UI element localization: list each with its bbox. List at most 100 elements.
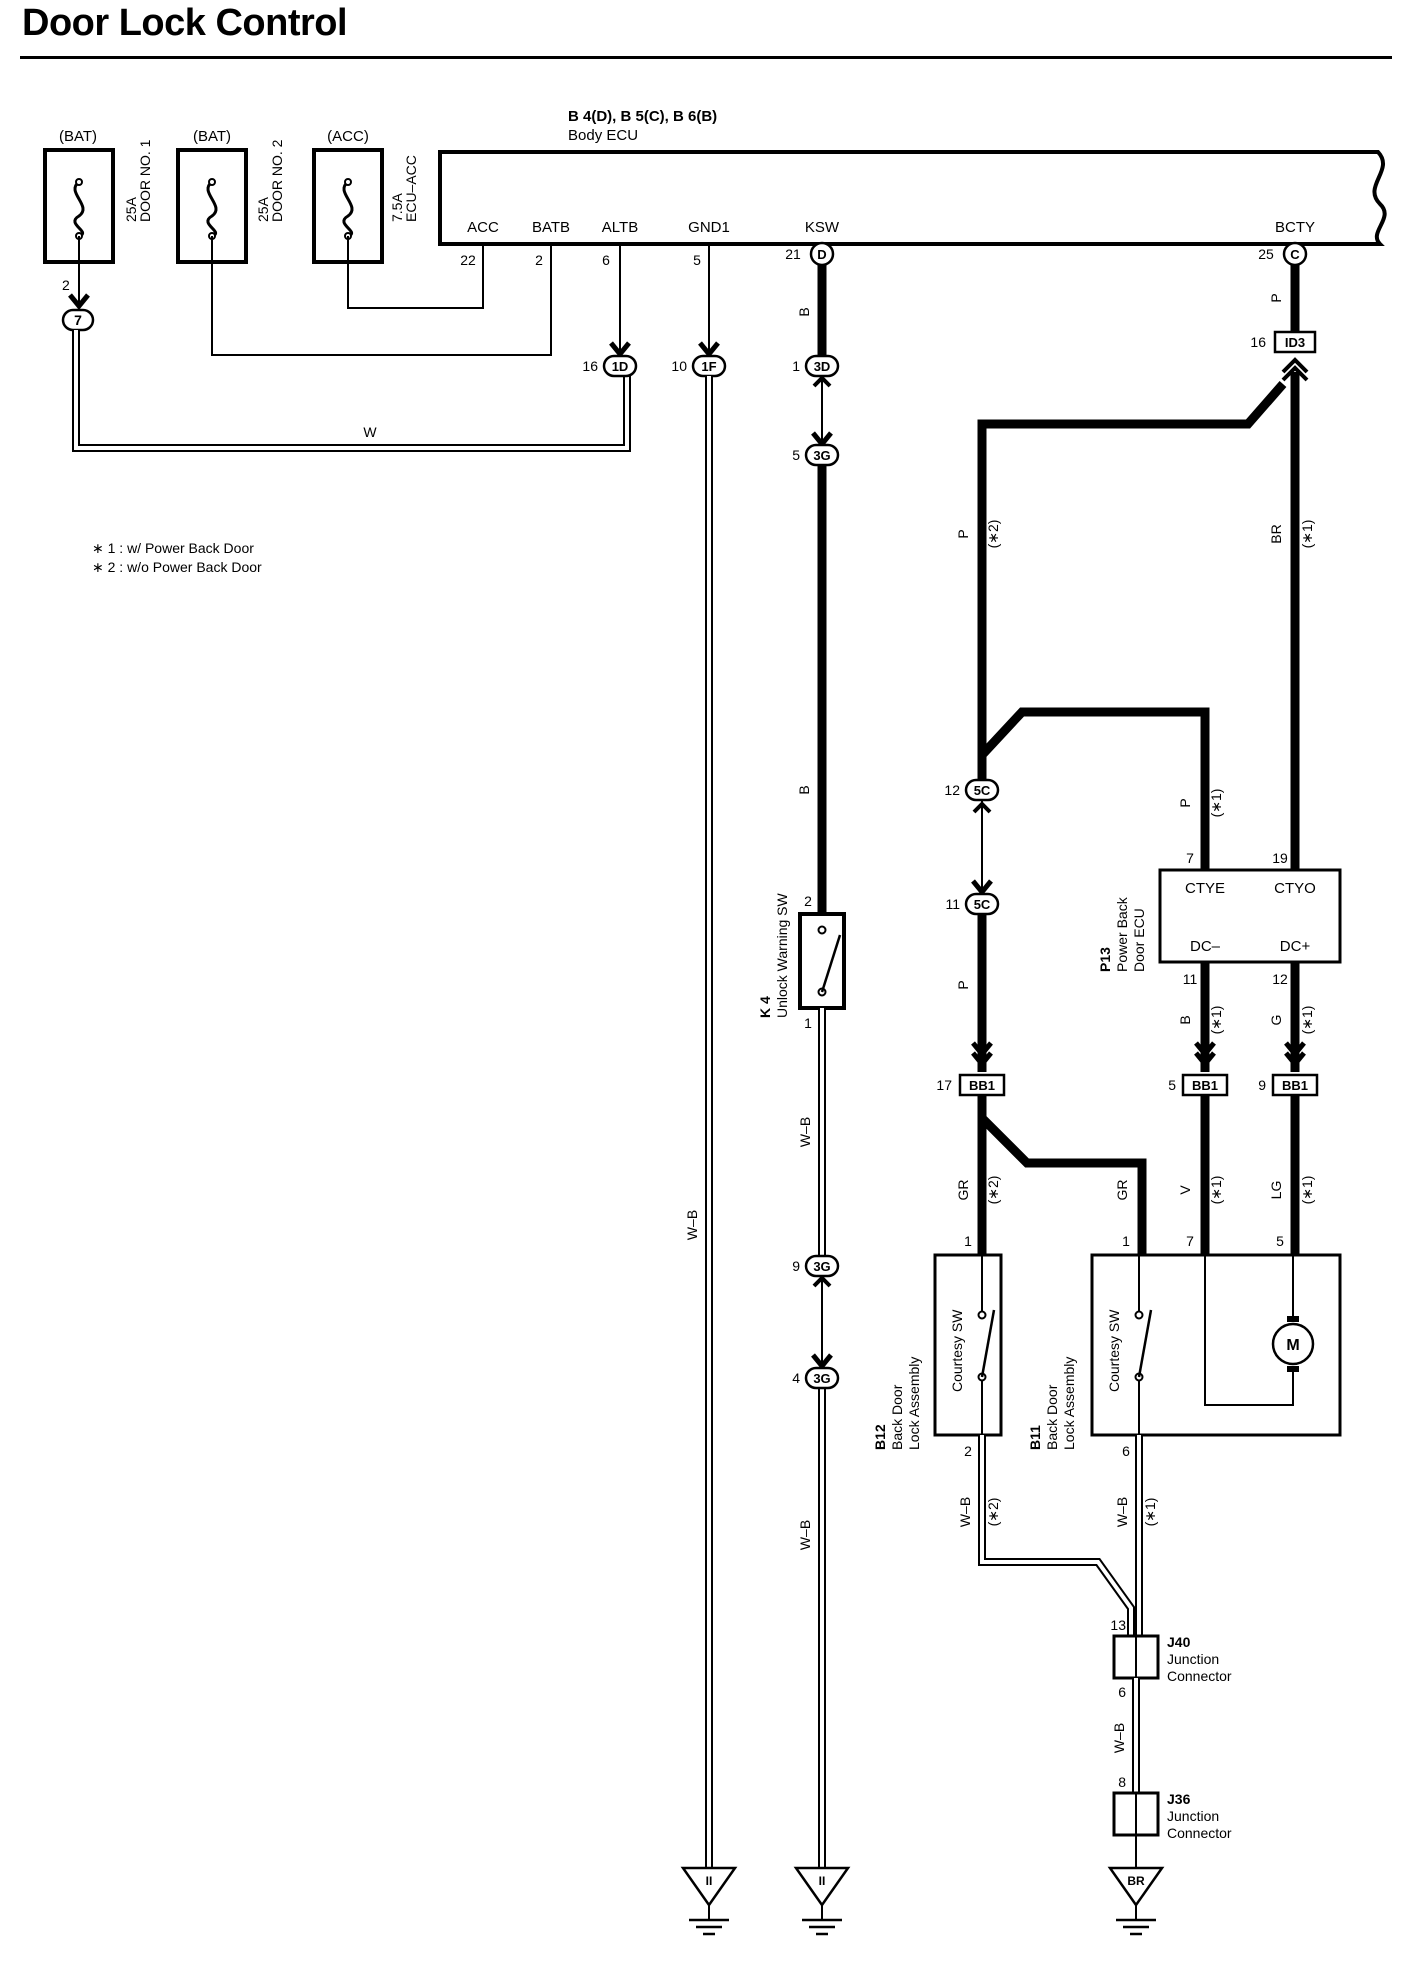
- svg-text:3G: 3G: [813, 448, 830, 463]
- svg-text:(BAT): (BAT): [59, 128, 97, 145]
- wire-gr: GR (∗2) GR: [955, 1095, 1147, 1255]
- wire-acc: [347, 236, 484, 309]
- svg-text:C: C: [1290, 247, 1300, 262]
- wire-k4-wb: W–B W–B: [797, 1008, 831, 1868]
- svg-text:7: 7: [1186, 850, 1194, 866]
- svg-text:D: D: [817, 247, 826, 262]
- wire-altb: [611, 244, 629, 356]
- wire-v: V (∗1): [1177, 1095, 1224, 1255]
- svg-text:(∗1): (∗1): [1208, 789, 1224, 818]
- wire-p-branch: P (∗2) P (∗1): [955, 381, 1287, 870]
- svg-text:Back Door: Back Door: [1044, 1384, 1060, 1450]
- svg-text:II: II: [706, 1874, 713, 1888]
- connector-5c-a: 5C 12: [944, 778, 1000, 814]
- svg-text:(BAT): (BAT): [193, 128, 231, 145]
- svg-text:ID3: ID3: [1285, 335, 1305, 350]
- connector-3g-b: 3G 9: [792, 1254, 840, 1278]
- svg-text:1: 1: [964, 1233, 972, 1249]
- svg-text:17: 17: [936, 1077, 952, 1093]
- connector-3d: 3D 1: [792, 354, 840, 378]
- svg-text:5: 5: [792, 447, 800, 463]
- connector-bb1-c: BB1 9: [1258, 1073, 1319, 1097]
- svg-text:Lock Assembly: Lock Assembly: [906, 1357, 922, 1450]
- svg-text:Junction: Junction: [1167, 1808, 1219, 1824]
- j36-junction-connector: 8 J36 Junction Connector: [1112, 1774, 1232, 1841]
- svg-text:M: M: [1286, 1337, 1299, 1354]
- svg-text:9: 9: [1258, 1077, 1266, 1093]
- ground-1: II: [680, 1866, 738, 1936]
- svg-text:6: 6: [1118, 1684, 1126, 1700]
- wire-lg: LG (∗1): [1268, 1095, 1315, 1255]
- svg-text:7.5A: 7.5A: [389, 193, 405, 222]
- wire-5c-link: [973, 800, 991, 894]
- svg-text:(∗1): (∗1): [1299, 520, 1315, 549]
- svg-text:J40: J40: [1167, 1634, 1191, 1650]
- svg-text:LG: LG: [1268, 1181, 1284, 1200]
- svg-text:5C: 5C: [974, 897, 991, 912]
- svg-text:3G: 3G: [813, 1371, 830, 1386]
- svg-text:1: 1: [792, 358, 800, 374]
- svg-text:W–B: W–B: [797, 1117, 813, 1147]
- wire-fuse1: 2: [62, 236, 88, 308]
- wire-b11-wb: W–B (∗1): [1114, 1435, 1158, 1636]
- svg-text:P13: P13: [1097, 947, 1113, 972]
- svg-text:(∗1): (∗1): [1299, 1006, 1315, 1035]
- wire-batb: [211, 236, 552, 356]
- svg-text:W–B: W–B: [1114, 1497, 1130, 1527]
- svg-text:J36: J36: [1167, 1791, 1191, 1807]
- svg-text:W–B: W–B: [1111, 1723, 1127, 1753]
- svg-text:5: 5: [1168, 1077, 1176, 1093]
- svg-text:1F: 1F: [701, 359, 716, 374]
- svg-text:CTYE: CTYE: [1185, 880, 1225, 897]
- svg-text:11: 11: [945, 896, 960, 912]
- j40-junction-connector: 13 6 J40 Junction Connector: [1110, 1617, 1232, 1700]
- svg-text:BR: BR: [1268, 524, 1284, 543]
- svg-text:13: 13: [1110, 1617, 1126, 1633]
- svg-text:W–B: W–B: [957, 1497, 973, 1527]
- svg-text:Back Door: Back Door: [889, 1384, 905, 1450]
- svg-text:3D: 3D: [814, 359, 831, 374]
- svg-text:P: P: [955, 529, 971, 538]
- svg-text:7: 7: [74, 312, 82, 328]
- svg-text:GR: GR: [1114, 1180, 1130, 1201]
- connector-1d: 1D 16: [582, 354, 638, 378]
- svg-text:6: 6: [602, 252, 610, 268]
- svg-text:19: 19: [1272, 850, 1288, 866]
- svg-text:9: 9: [792, 1258, 800, 1274]
- svg-text:(∗2): (∗2): [985, 1176, 1001, 1205]
- svg-text:5: 5: [693, 252, 701, 268]
- svg-text:10: 10: [671, 358, 687, 374]
- svg-text:2: 2: [804, 893, 812, 909]
- svg-text:B12: B12: [872, 1424, 888, 1450]
- svg-text:Courtesy SW: Courtesy SW: [949, 1309, 965, 1392]
- svg-text:6: 6: [1122, 1443, 1130, 1459]
- svg-text:7: 7: [1186, 1233, 1194, 1249]
- svg-text:(∗2): (∗2): [985, 1498, 1001, 1527]
- wire-p-lower: P: [955, 914, 991, 1072]
- connector-bb1-a: BB1 17: [936, 1073, 1006, 1097]
- notes: ∗ 1 : w/ Power Back Door ∗ 2 : w/o Power…: [92, 540, 262, 575]
- connector-1f: 1F 10: [671, 354, 727, 378]
- svg-text:∗ 2 : w/o Power Back Door: ∗ 2 : w/o Power Back Door: [92, 559, 262, 575]
- svg-text:CTYO: CTYO: [1274, 880, 1316, 897]
- svg-text:Door ECU: Door ECU: [1131, 908, 1147, 972]
- wire-w: W: [72, 330, 631, 452]
- svg-text:K 4: K 4: [757, 996, 773, 1018]
- svg-text:Connector: Connector: [1167, 1825, 1232, 1841]
- wire-b12-wb: W–B (∗2): [957, 1435, 1135, 1636]
- svg-text:P: P: [1177, 798, 1193, 807]
- svg-text:B: B: [1177, 1015, 1193, 1024]
- ground-3: BR: [1107, 1866, 1165, 1936]
- svg-text:8: 8: [1118, 1774, 1126, 1790]
- connector-id3: ID3 16: [1250, 330, 1317, 382]
- svg-text:G: G: [1268, 1015, 1284, 1026]
- svg-text:ECU–ACC: ECU–ACC: [403, 155, 419, 222]
- fuse-door-no2: (BAT) 25A DOOR NO. 2: [176, 128, 285, 264]
- svg-text:16: 16: [582, 358, 598, 374]
- svg-text:2: 2: [964, 1443, 972, 1459]
- svg-text:(∗1): (∗1): [1142, 1498, 1158, 1527]
- svg-text:W–B: W–B: [684, 1210, 700, 1240]
- svg-text:21: 21: [785, 246, 801, 262]
- svg-text:Lock Assembly: Lock Assembly: [1061, 1357, 1077, 1450]
